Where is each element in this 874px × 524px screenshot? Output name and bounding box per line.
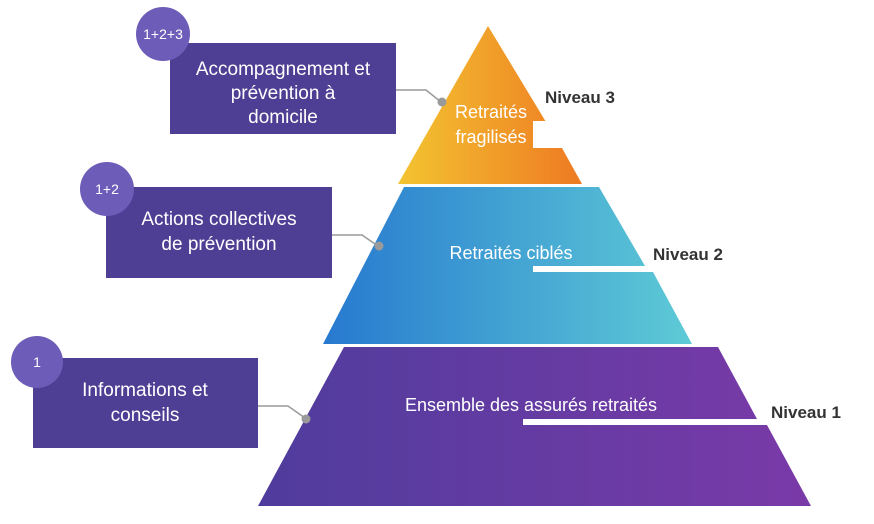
pyramid-tier-level2	[323, 187, 692, 344]
level-label-1: Niveau 1	[771, 403, 841, 422]
connector-action-1	[396, 89, 447, 107]
badge-3: 1	[11, 336, 63, 388]
pyramid-tier-level1	[258, 347, 811, 506]
badge-2: 1+2	[80, 162, 134, 216]
action-box-1-line1: Accompagnement et	[196, 59, 371, 80]
tier-label-level3-line1: Retraités	[455, 102, 527, 122]
action-box-1-line2: prévention à	[231, 83, 336, 104]
badge-3-label: 1	[33, 354, 41, 370]
tier-label-level3-line2: fragilisés	[455, 127, 526, 147]
connector-action-3	[258, 405, 311, 424]
action-box-3-line2: conseils	[111, 405, 180, 426]
badge-2-label: 1+2	[95, 181, 119, 197]
action-box-2-line2: de prévention	[161, 234, 276, 255]
action-box-3: Informations et conseils	[33, 358, 258, 448]
action-box-1: Accompagnement et prévention à domicile	[170, 43, 396, 134]
tier-label-level2: Retraités ciblés	[449, 243, 572, 263]
level-label-3: Niveau 3	[545, 88, 615, 107]
action-box-3-line1: Informations et	[82, 380, 208, 401]
action-box-2-line1: Actions collectives	[141, 209, 296, 230]
level-label-2: Niveau 2	[653, 245, 723, 264]
connector-action-2	[332, 234, 384, 251]
action-box-1-line3: domicile	[248, 107, 318, 128]
action-box-2: Actions collectives de prévention	[106, 187, 332, 278]
badge-1: 1+2+3	[136, 7, 190, 61]
badge-1-label: 1+2+3	[143, 26, 183, 42]
pyramid-tier-level3	[398, 26, 582, 184]
tier-label-level1: Ensemble des assurés retraités	[405, 395, 657, 415]
